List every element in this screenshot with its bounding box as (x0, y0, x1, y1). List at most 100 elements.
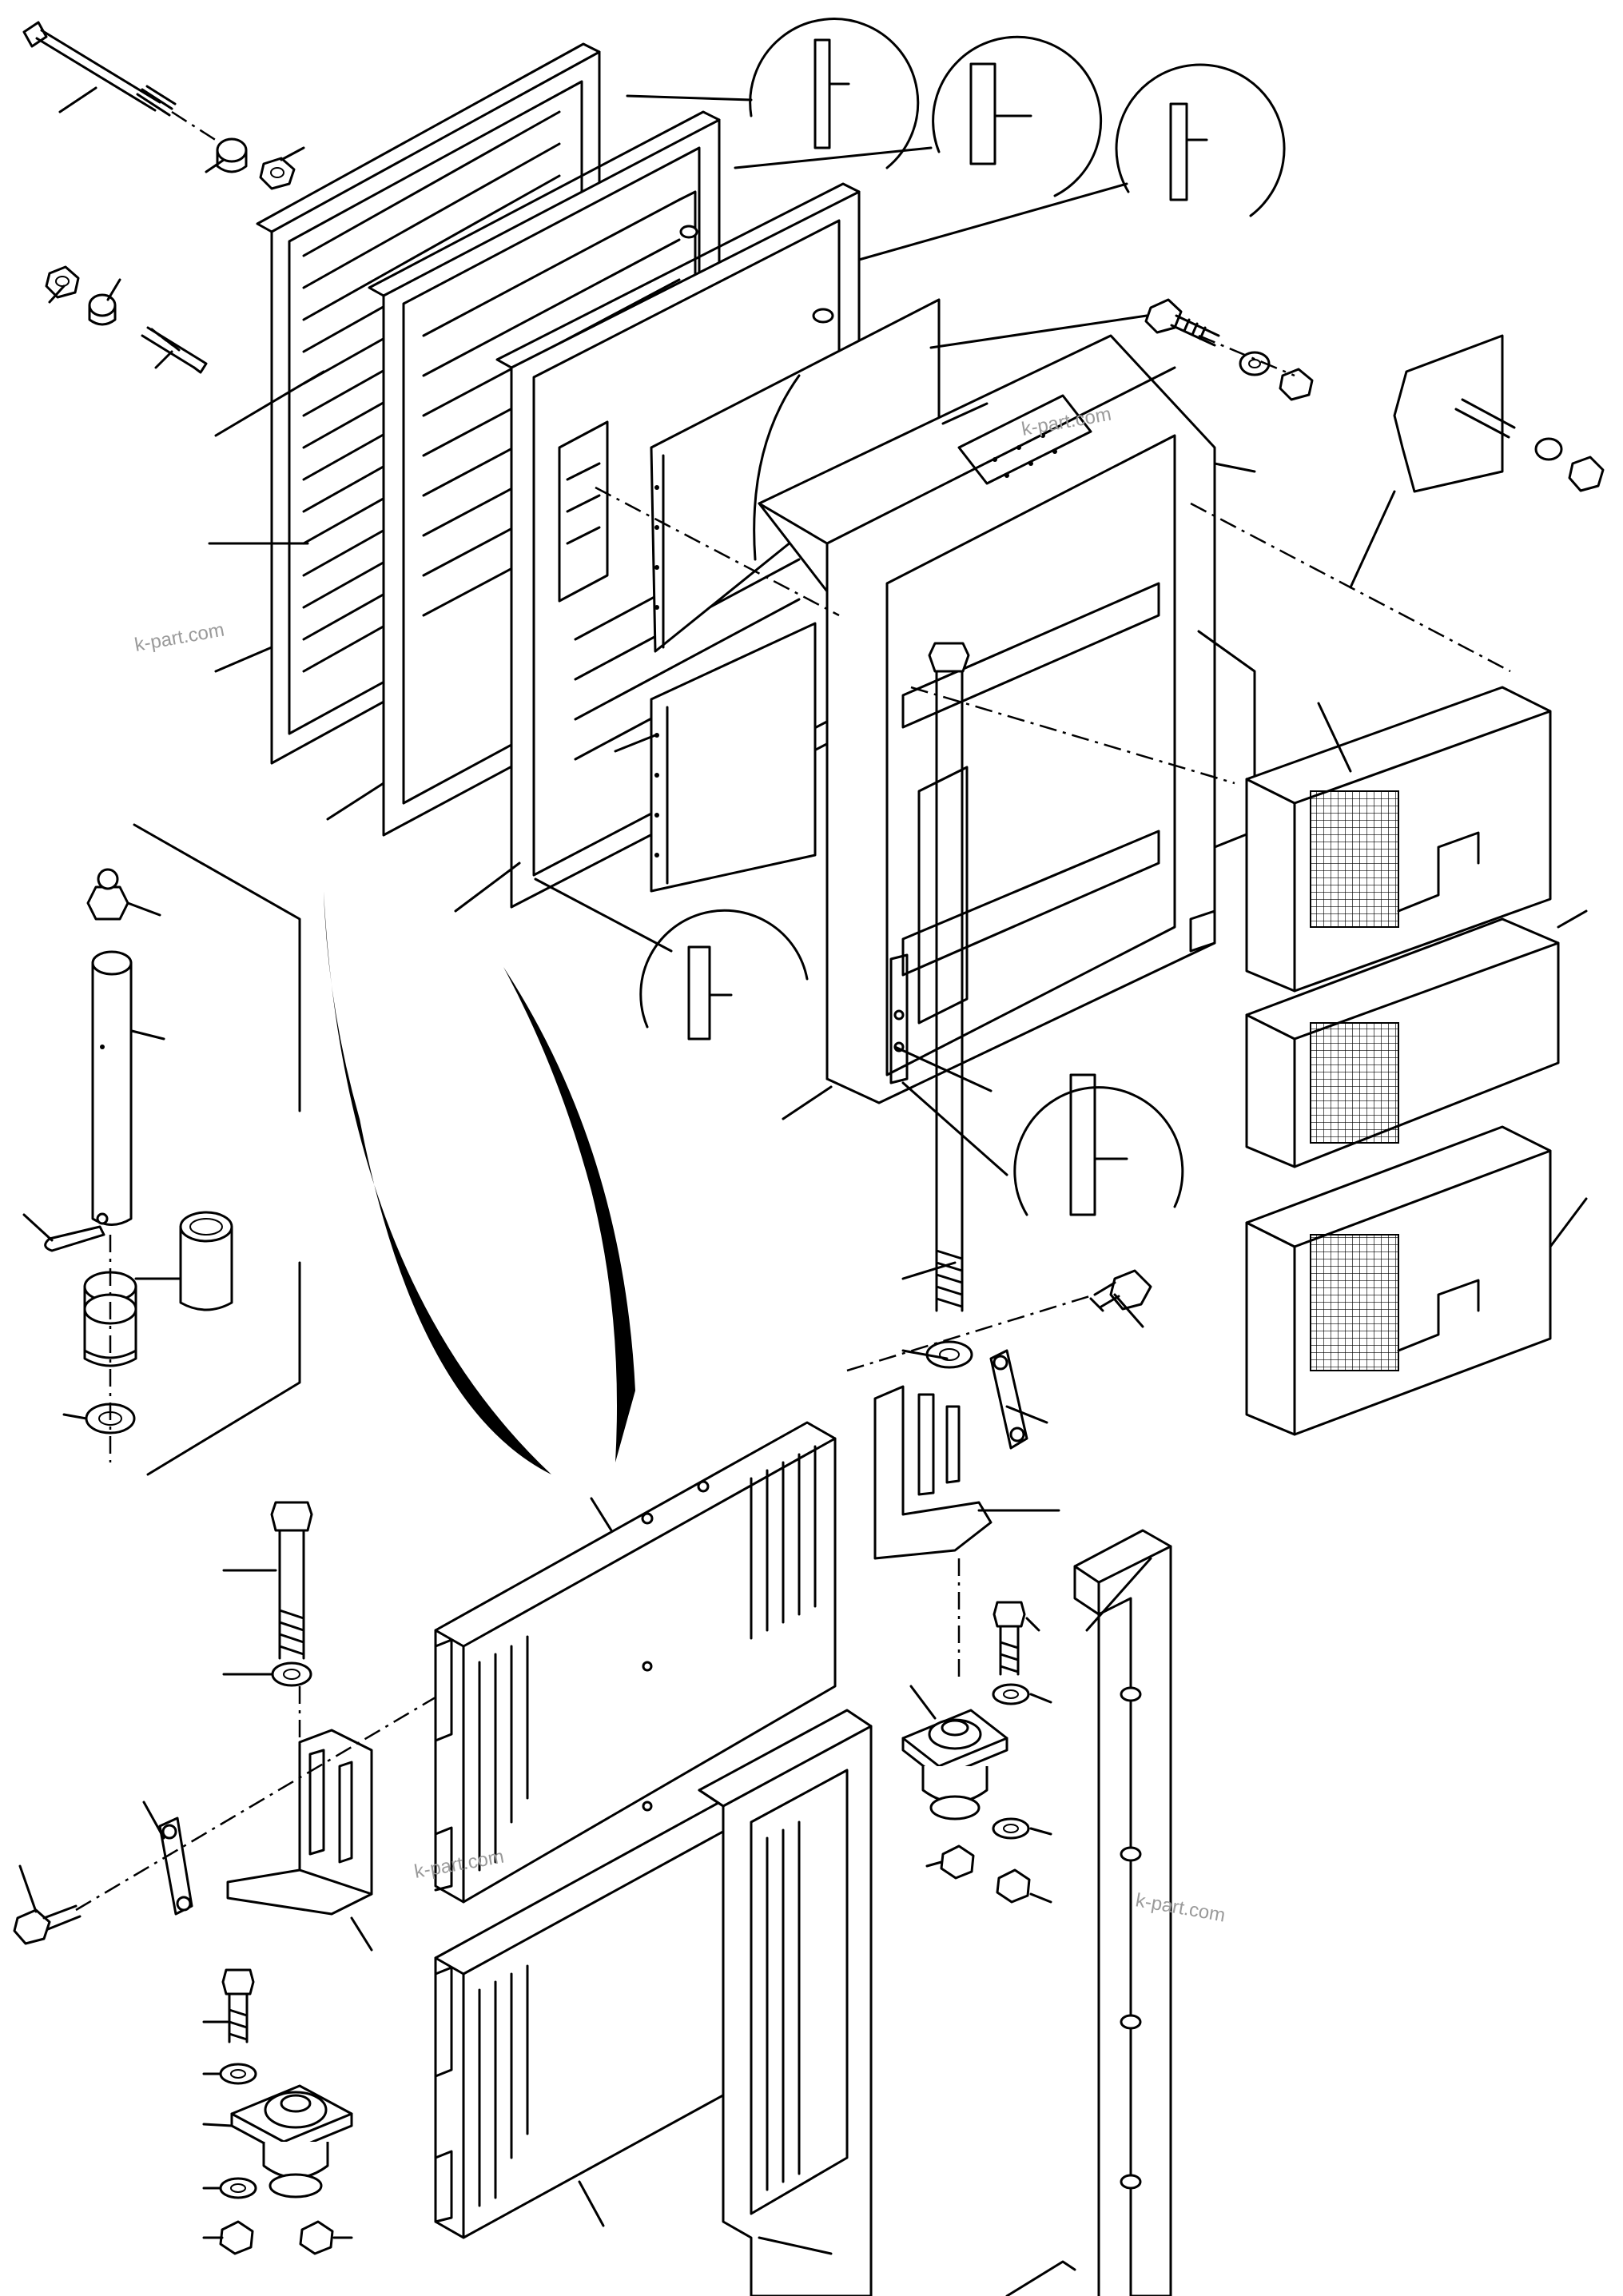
leader-line (734, 146, 933, 169)
leader-line (1557, 909, 1588, 929)
leader-line (1029, 1693, 1052, 1704)
bushing-left (88, 293, 117, 326)
washer-mount-right-2 (992, 1817, 1030, 1840)
leader-line (154, 350, 173, 369)
bolt-top-right (1144, 298, 1314, 401)
leader-line (893, 1045, 992, 1092)
leader-line (1549, 1197, 1588, 1248)
leader-line (18, 1864, 38, 1913)
shroud-panel (650, 298, 941, 893)
washer-mount-left-2 (219, 2177, 257, 2199)
screen-2 (1245, 917, 1560, 1168)
bolt-mount-right (992, 1601, 1026, 1676)
stud-left (141, 326, 208, 374)
leader-line (614, 734, 657, 753)
center-line (1190, 502, 1511, 673)
nut-top (259, 157, 296, 190)
center-line (595, 486, 840, 617)
leader-line (1029, 1827, 1052, 1836)
leader-line (1005, 1405, 1048, 1424)
leader-line (202, 2123, 233, 2127)
cooler-upper (434, 1421, 837, 1904)
leader-line (1029, 1892, 1052, 1904)
leader-line (901, 1081, 1008, 1176)
rubber-mount-right (901, 1709, 1008, 1820)
center-line (910, 686, 1235, 785)
nut-mount-left-2 (299, 2220, 334, 2255)
leader-line (205, 158, 225, 173)
leader-line (126, 901, 161, 917)
frame-bottom-right (1005, 1529, 1172, 2296)
leader-line (925, 1860, 943, 1868)
wall-with-stud (1393, 334, 1605, 493)
bracket-right (873, 1385, 992, 1560)
bushing-top (216, 137, 248, 173)
center-line (75, 1691, 444, 1912)
bolt-bottom-left (270, 1501, 313, 1660)
nut-mount-right-2 (996, 1868, 1031, 1904)
leader-line (22, 1213, 54, 1242)
leader-line (1113, 1293, 1144, 1328)
leader-line (1349, 490, 1396, 589)
leader-line (62, 1413, 88, 1420)
leader-line (142, 1801, 165, 1840)
hinge-detail-box (133, 823, 301, 1476)
leader-line (901, 1349, 949, 1360)
leader-line (1317, 702, 1352, 773)
grease-fitting (86, 868, 129, 921)
leader-line (857, 182, 1128, 261)
leader-line (214, 370, 325, 437)
leader-line (626, 94, 753, 101)
center-line (1198, 334, 1295, 377)
curved-arrow-right (503, 967, 635, 1462)
screen-3 (1245, 1125, 1552, 1436)
link-plate-right (989, 1349, 1028, 1450)
cotter-pin (44, 1225, 105, 1252)
center-line (846, 1293, 1096, 1372)
spacer-2 (179, 1211, 233, 1311)
washer-mount-right-1 (992, 1683, 1030, 1705)
curved-arrow-left (324, 891, 551, 1474)
detail-circle-1 (749, 18, 920, 169)
leader-line (106, 278, 121, 301)
leader-line (782, 1085, 833, 1120)
screen-1 (1245, 686, 1552, 993)
bolt-small-left (13, 1904, 82, 1945)
link-plate-left (158, 1817, 193, 1916)
detail-circle-4 (639, 909, 809, 1041)
leader-line (1085, 1557, 1152, 1632)
side-panel-bottom (698, 1709, 873, 2296)
leader-line (326, 782, 385, 821)
leader-line (1025, 1617, 1040, 1632)
detail-circle-3 (1115, 63, 1286, 217)
washer-bottom-left (271, 1661, 312, 1687)
leader-line (214, 646, 273, 673)
leader-line (909, 1685, 937, 1720)
leader-line (578, 2180, 605, 2227)
leader-line (941, 402, 989, 425)
nut-left (45, 265, 80, 299)
leader-line (1213, 462, 1256, 473)
bolt-small-right (1089, 1269, 1152, 1312)
leader-line (280, 146, 305, 161)
detail-circle-2 (932, 35, 1103, 197)
bracket-left (226, 1729, 373, 1916)
leader-line (454, 861, 521, 913)
leader-line (901, 1261, 957, 1280)
leader-line (758, 2236, 833, 2255)
nut-mount-left-1 (219, 2220, 254, 2255)
leader-line (590, 1497, 613, 1532)
washer-mount-left-1 (219, 2063, 257, 2085)
leader-line (350, 1916, 373, 1952)
main-guard-frame (758, 334, 1256, 1104)
watermark: k-part.com (133, 619, 225, 656)
leader-line (130, 1029, 165, 1041)
hinge-pin (91, 950, 133, 1226)
detail-circle-5 (1013, 1073, 1184, 1216)
leader-line (48, 285, 66, 304)
rubber-mount-left (230, 2084, 353, 2199)
nut-mount-right-1 (940, 1844, 975, 1880)
leader-line (534, 877, 673, 953)
leader-line (929, 314, 1148, 349)
